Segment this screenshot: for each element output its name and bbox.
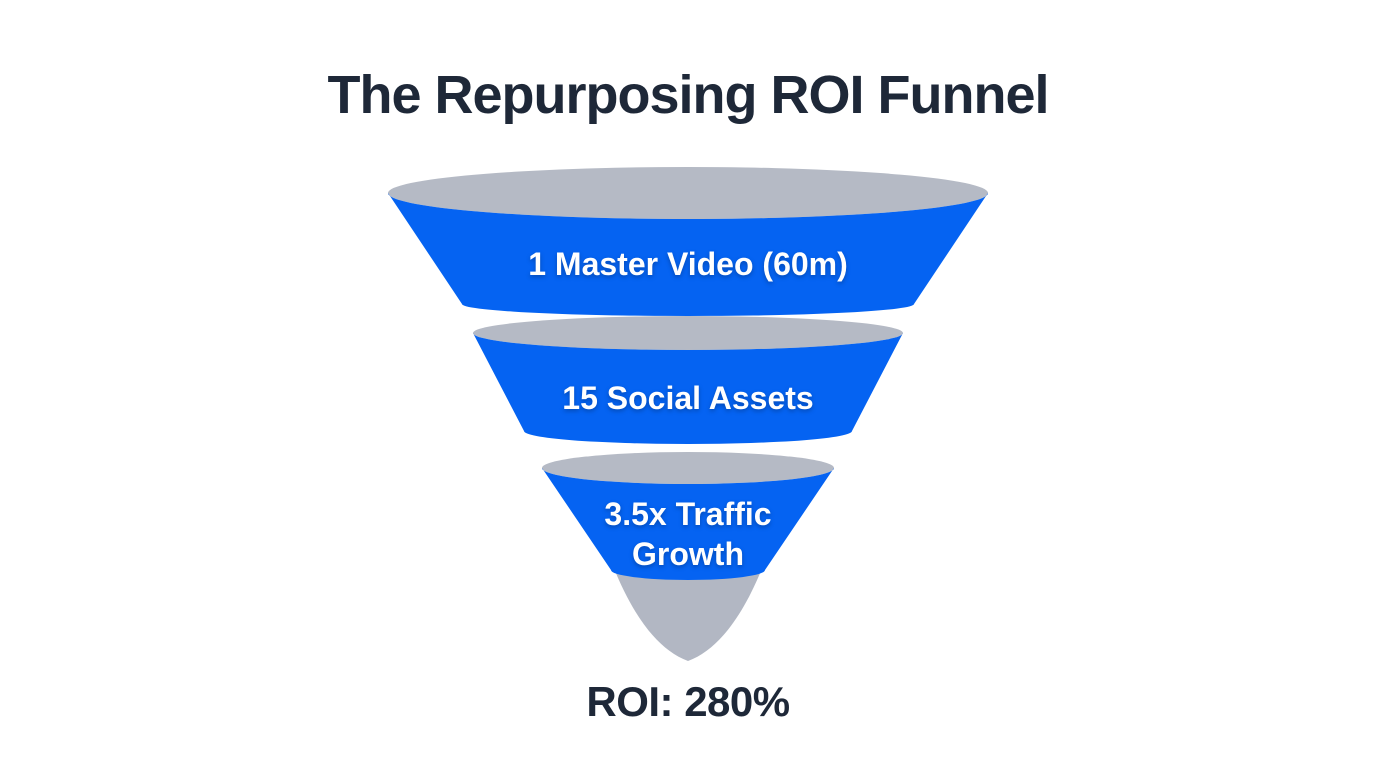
funnel-stage-3-label-line1: 3.5x Traffic [604, 496, 771, 532]
funnel-stage-2-body [473, 333, 903, 444]
funnel-stage-1-label: 1 Master Video (60m) [528, 246, 848, 282]
funnel-stage-2-label: 15 Social Assets [562, 380, 813, 416]
funnel-tip [613, 566, 763, 661]
roi-label: ROI: 280% [586, 678, 790, 725]
funnel-stage-1-body [388, 193, 988, 316]
funnel-stage-1-rim [388, 167, 988, 219]
funnel-stage-3-body [542, 468, 834, 580]
funnel-stage-2-rim [473, 316, 903, 350]
funnel-stage-3-label-line2: Growth [632, 536, 744, 572]
page-title: The Repurposing ROI Funnel [327, 65, 1050, 125]
funnel-stage-3-rim [542, 452, 834, 484]
